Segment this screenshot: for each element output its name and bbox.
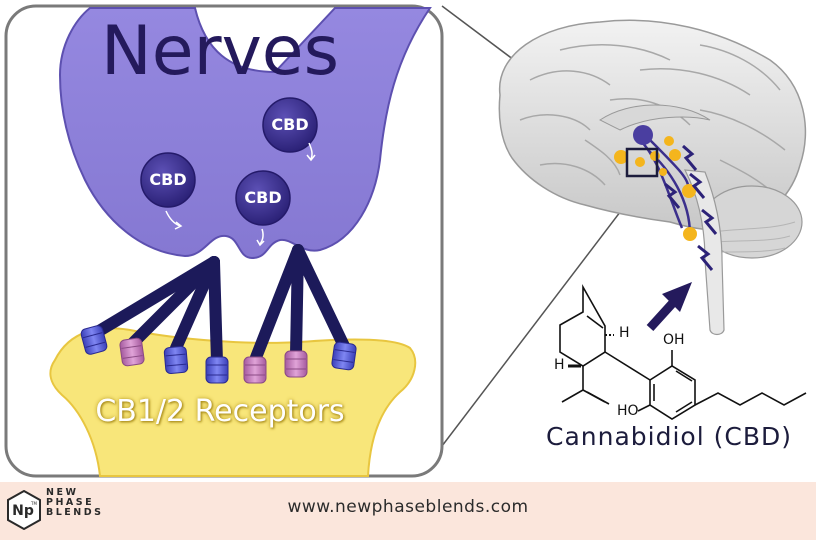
nerve-signal-bolt [701, 208, 718, 235]
cbd-dot [659, 168, 667, 176]
nerve-signal-bolt [664, 182, 681, 209]
cbd-dot [650, 151, 660, 161]
logo-tm: TM [30, 501, 37, 506]
brand-line: PHASE [46, 497, 95, 508]
compound-name: Cannabidiol (CBD) [546, 422, 792, 451]
receptor-pink [243, 356, 267, 384]
zoom-connector-line-bottom [441, 177, 647, 447]
neuron-node [633, 125, 653, 145]
brand-name: NEW PHASE BLENDS [46, 488, 126, 518]
molecule-atom-h: H [619, 325, 630, 341]
receptor-blue [331, 341, 357, 371]
cbd-molecule-circle [140, 152, 196, 208]
nerves-title: Nerves [100, 12, 340, 91]
cbd-dot [614, 150, 628, 164]
website-link[interactable]: www.newphaseblends.com [287, 497, 529, 517]
cbd-label: CBD [244, 188, 282, 207]
logo-initials: Np [12, 503, 34, 519]
brain-stem [683, 169, 725, 336]
arrow-icon [646, 282, 692, 332]
molecule-atom-ho: HO [617, 403, 639, 419]
movement-arrow [308, 142, 313, 160]
cbd-molecule-structure [559, 283, 807, 420]
molecule-atom-oh: OH [663, 332, 685, 348]
movement-arrow [165, 210, 181, 227]
cbd-molecule-circle [235, 170, 291, 226]
receptor-blue [205, 356, 229, 384]
cbd-dot [682, 184, 696, 198]
receptor-chains [88, 244, 350, 368]
receptors-title: CB1/2 Receptors [95, 394, 345, 429]
brain-folds [519, 44, 786, 196]
cbd-dot [669, 149, 681, 161]
footer-bar [0, 482, 816, 540]
nerve-signal-bolt [689, 172, 706, 199]
brand-logo-hexagon: Np TM [7, 490, 41, 530]
nerve-signal-bolt [682, 144, 698, 171]
receptor-pink [284, 350, 308, 378]
receptor-blue [80, 325, 108, 355]
receptor-blue [163, 346, 189, 374]
cbd-dot [664, 136, 674, 146]
cbd-molecule-circle [262, 97, 318, 153]
brain-illustration [498, 19, 807, 336]
receptor-pink [119, 337, 145, 367]
cbd-label: CBD [149, 170, 187, 189]
brand-line: NEW [46, 487, 79, 498]
corpus-callosum [599, 104, 711, 131]
cbd-label: CBD [271, 115, 309, 134]
zoom-highlight-box [625, 147, 659, 178]
molecule-atom-h: H [554, 357, 565, 373]
cbd-dot [635, 157, 645, 167]
cbd-dot [683, 227, 697, 241]
nerve-signal-bolt [697, 244, 714, 271]
brand-line: BLENDS [46, 507, 104, 518]
movement-arrow [259, 228, 264, 245]
